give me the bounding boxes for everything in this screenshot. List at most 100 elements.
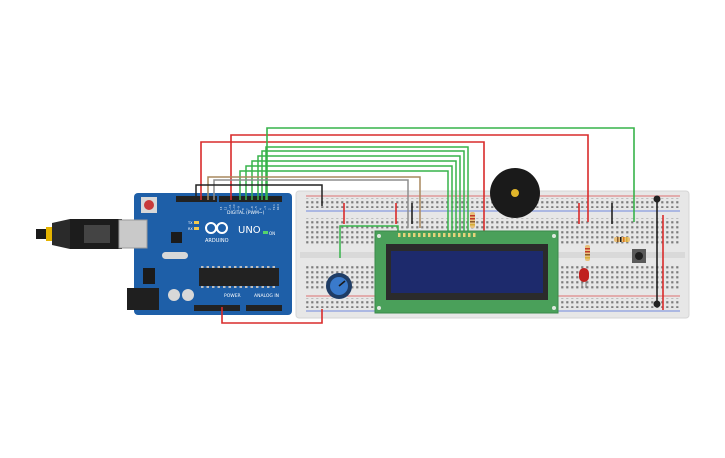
chip-pin [201, 286, 204, 288]
lcd-pin [458, 233, 461, 237]
lcd-pin [463, 233, 466, 237]
chip-pin [217, 266, 220, 268]
brown-wire[interactable] [207, 176, 421, 228]
header-analog [246, 305, 282, 311]
red-wire-upper[interactable] [200, 141, 485, 230]
digital-pin-label: ~5 [254, 206, 258, 210]
lcd-pin [433, 233, 436, 237]
digital-header-label: DIGITAL (PWM~) [227, 210, 265, 216]
lcd-data-wire-2[interactable] [245, 165, 453, 231]
lcd-pin [448, 233, 451, 237]
chip-pin [272, 286, 275, 288]
wires [195, 127, 664, 324]
digital-pin-label: 7 [245, 208, 249, 210]
usb-cable[interactable] [52, 219, 70, 249]
chip-pin [250, 266, 253, 268]
capacitor-1 [168, 289, 180, 301]
digital-pin-label: ~10 [232, 204, 236, 210]
chip-pin [239, 266, 242, 268]
crystal [162, 252, 188, 259]
wire-end [653, 300, 661, 308]
green-wire-top[interactable] [266, 127, 635, 222]
arduino-model-label: UNO [238, 225, 261, 236]
lcd-pin [453, 233, 456, 237]
tx-label: TX [187, 221, 193, 225]
lcd-pin [443, 233, 446, 237]
lcd-pin [468, 233, 471, 237]
digital-pin-label: 2 [267, 208, 271, 210]
chip-pin [206, 266, 209, 268]
lcd-pin [413, 233, 416, 237]
lcd-screen [391, 251, 543, 293]
rx-label: RX [188, 227, 193, 231]
pushbutton[interactable] [632, 249, 646, 263]
on-led-label: ON [269, 231, 275, 236]
potentiometer-knob[interactable] [338, 280, 346, 287]
red-wire-top[interactable] [230, 134, 589, 222]
usb-plug-tip [36, 229, 50, 239]
digital-pin-label: TX 1 [272, 204, 276, 210]
reset-button[interactable] [144, 200, 154, 210]
on-led [263, 231, 268, 234]
chip-pin [212, 266, 215, 268]
chip-pin [212, 286, 215, 288]
lcd-pin [408, 233, 411, 237]
digital-pin-label: ~9 [237, 206, 241, 210]
lcd-pin-header [398, 233, 476, 237]
digital-pin-label: 8 [241, 208, 245, 210]
lcd-pin [438, 233, 441, 237]
chip-pin [234, 286, 237, 288]
digital-pin-label: RX 0 [276, 204, 280, 210]
piezo-buzzer[interactable] [490, 168, 540, 218]
chip-pin [250, 286, 253, 288]
lcd-pin [398, 233, 401, 237]
chip-pin [223, 286, 226, 288]
usb-chip [171, 232, 182, 243]
chip-pin [256, 286, 259, 288]
usb-port [118, 219, 148, 249]
chip-pin [261, 266, 264, 268]
power-jack [127, 288, 159, 310]
digital-pin-label: ~6 [250, 206, 254, 210]
resistor-3[interactable] [614, 237, 630, 242]
lcd-pin [423, 233, 426, 237]
resistor-1[interactable] [470, 212, 475, 228]
red-wire-5v[interactable] [221, 307, 323, 324]
resistor-2[interactable] [585, 245, 590, 261]
capacitor-2 [182, 289, 194, 301]
grey-wire[interactable] [213, 179, 409, 228]
chip-pin [206, 286, 209, 288]
analog-header-label: ANALOG IN [254, 293, 279, 299]
lcd-data-wire-4[interactable] [257, 155, 461, 231]
power-header-label: POWER [224, 293, 241, 299]
gnd-wire[interactable] [195, 184, 323, 206]
chip-pin [261, 286, 264, 288]
header-power [194, 305, 240, 311]
arduino-uno[interactable]: ARDUINO UNO DIGITAL (PWM~) POWER ANALOG … [36, 193, 292, 315]
lcd-data-wire-5[interactable] [261, 150, 465, 231]
chip-pin [228, 266, 231, 268]
lcd-data-wire-6[interactable] [265, 146, 469, 231]
chip-pin [256, 266, 259, 268]
arduino-brand-label: ARDUINO [205, 238, 229, 244]
lcd-pin [473, 233, 476, 237]
digital-pin-label: 4 [259, 208, 263, 210]
chip-pin [272, 266, 275, 268]
chip-pin [234, 266, 237, 268]
potentiometer[interactable] [326, 273, 352, 299]
chip-pin [223, 266, 226, 268]
digital-pin-label: 12 [223, 206, 227, 210]
red-led[interactable] [579, 268, 589, 288]
digital-pin-label: 13 [219, 206, 223, 210]
digital-pin-label: ~11 [228, 204, 232, 210]
lcd-pin [418, 233, 421, 237]
digital-pin-label: ~3 [263, 206, 267, 210]
chip-pin [201, 266, 204, 268]
lcd-pin [403, 233, 406, 237]
lcd-16x2[interactable] [374, 230, 559, 314]
chip-pin [228, 286, 231, 288]
chip-pin [267, 266, 270, 268]
arduino-logo [205, 222, 228, 234]
